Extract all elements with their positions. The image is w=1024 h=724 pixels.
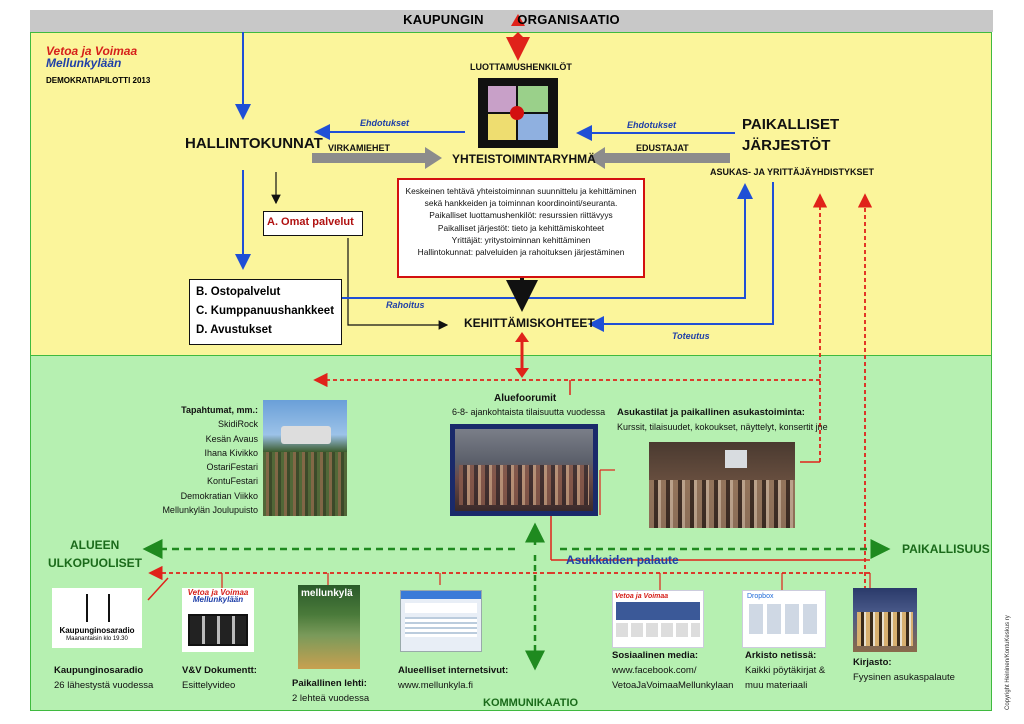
- paikalliset-label-2: JÄRJESTÖT: [742, 137, 831, 154]
- media-sub-radio: 26 lähestystä vuodessa: [54, 680, 154, 691]
- puzzle-image: [478, 78, 558, 148]
- tapahtuma-item: Mellunkylän Joulupuisto: [162, 505, 258, 516]
- aluefoorumit-sub: 6-8- ajankohtaista tilaisuutta vuodessa: [452, 407, 606, 417]
- media-title-kirjasto: Kirjasto:: [853, 657, 892, 668]
- tapahtumat-title: Tapahtumat, mm.:: [181, 405, 258, 415]
- page-title: KAUPUNGIN ORGANISAATIO: [30, 12, 993, 27]
- aluefoorumit-title: Aluefoorumit: [494, 393, 557, 404]
- dropbox-thumb: Dropbox: [742, 590, 826, 648]
- media-sub-video: Esittelyvideo: [182, 680, 236, 691]
- radio-thumb-sub: Maanantaisin klo 19.30: [66, 636, 128, 642]
- top-bar: [30, 10, 993, 32]
- rahoitus-label: Rahoitus: [386, 300, 425, 310]
- virkamiehet-label: VIRKAMIEHET: [328, 143, 391, 153]
- kirjasto-thumb: [853, 588, 917, 652]
- tapahtuma-item: OstariFestari: [206, 462, 258, 473]
- media-sub-kirjasto: Fyysinen asukaspalaute: [853, 672, 955, 683]
- up-arrow-icon: [511, 14, 525, 26]
- media-title-arkisto: Arkisto netissä:: [745, 650, 817, 661]
- hallintokunnat-label: HALLINTOKUNNAT: [185, 135, 323, 152]
- aluefoorumit-photo: [450, 424, 598, 516]
- asukastilat-title: Asukastilat ja paikallinen asukastoimint…: [617, 407, 805, 418]
- tapahtuma-item: Demokratian Viikko: [180, 490, 258, 501]
- media-sub2-arkisto: muu materiaali: [745, 680, 808, 691]
- dropbox-thumb-title: Dropbox: [747, 593, 774, 600]
- omat-palvelut-box: [263, 211, 363, 236]
- desc-line-5: Yrittäjät: yritystoiminnan kehittäminen: [451, 234, 591, 245]
- media-title-lehti: Paikallinen lehti:: [292, 678, 367, 689]
- tapahtuma-item: SkidiRock: [217, 419, 258, 430]
- alueen-label-1: ALUEEN: [70, 538, 120, 552]
- asukastilat-sub: Kurssit, tilaisuudet, kokoukset, näyttel…: [617, 422, 828, 432]
- video-thumb: Vetoa ja Voimaa Mellunkylään: [182, 588, 254, 652]
- media-title-video: V&V Dokumentt:: [182, 665, 257, 676]
- title-left: KAUPUNGIN: [403, 12, 484, 27]
- media-sub-web: www.mellunkyla.fi: [398, 680, 473, 691]
- description-box: Keskeinen tehtävä yhteistoiminnan suunni…: [397, 178, 645, 278]
- logo-line1: Vetoa ja Voimaa: [46, 44, 138, 58]
- copyright-text: Copyright Heininen/KontuKeskus ry: [1005, 615, 1011, 710]
- luottamus-label: LUOTTAMUSHENKILÖT: [470, 62, 572, 72]
- logo: Vetoa ja Voimaa Mellunkylään DEMOKRATIAP…: [46, 44, 158, 85]
- media-title-some: Sosiaalinen media:: [612, 650, 699, 661]
- radio-tower-icon: [86, 594, 110, 622]
- ehdotukset-right-label: Ehdotukset: [627, 120, 677, 130]
- edustajat-label: EDUSTAJAT: [636, 143, 689, 153]
- service-c: C. Kumppanuushankkeet: [196, 305, 335, 317]
- radio-thumb: Kaupunginosaradio Maanantaisin klo 19.30: [52, 588, 142, 648]
- kommunikaatio-label: KOMMUNIKAATIO: [483, 697, 579, 709]
- media-sub-arkisto: Kaikki pöytäkirjat &: [745, 665, 826, 676]
- logo-subtitle: DEMOKRATIAPILOTTI 2013: [46, 76, 151, 85]
- services-box: B. Ostopalvelut C. Kumppanuushankkeet D.…: [189, 279, 342, 345]
- desc-line-2: sekä hankkeiden ja toiminnan koordinoint…: [424, 198, 618, 209]
- service-b: B. Ostopalvelut: [196, 286, 281, 298]
- service-d: D. Avustukset: [196, 324, 272, 336]
- facebook-thumb: Vetoa ja Voimaa: [612, 590, 704, 648]
- media-sub2-some: VetoaJaVoimaaMellunkylaan: [612, 680, 734, 691]
- tapahtuma-item: KontuFestari: [206, 476, 258, 487]
- desc-line-3: Paikalliset luottamushenkilöt: resurssie…: [429, 210, 613, 221]
- desc-line-4: Paikalliset järjestöt: tieto ja kehittäm…: [437, 222, 605, 233]
- media-sub-some: www.facebook.com/: [612, 665, 697, 676]
- asukastilat-photo: [649, 442, 795, 528]
- yhteis-label: YHTEISTOIMINTARYHMÄ: [452, 152, 596, 166]
- omat-palvelut-label: A. Omat palvelut: [267, 216, 354, 228]
- paikalliset-label-1: PAIKALLISET: [742, 116, 840, 133]
- paikallisuus-label: PAIKALLISUUS: [902, 542, 990, 556]
- lehti-thumb-title: mellunkylä: [301, 588, 353, 599]
- media-title-radio: Kaupunginosaradio: [54, 665, 144, 676]
- lehti-thumb: mellunkylä: [298, 585, 360, 669]
- logo-line2: Mellunkylään: [46, 56, 122, 70]
- alueen-label-2: ULKOPUOLISET: [48, 556, 143, 570]
- ehdotukset-left-label: Ehdotukset: [360, 118, 410, 128]
- tapahtumat-list: Tapahtumat, mm.: SkidiRock Kesän Avaus I…: [150, 403, 258, 517]
- title-right: ORGANISAATIO: [517, 12, 620, 27]
- kehitys-label: KEHITTÄMISKOHTEET: [464, 316, 595, 330]
- desc-line-1: Keskeinen tehtävä yhteistoiminnan suunni…: [405, 186, 637, 196]
- media-title-web: Alueelliset internetsivut:: [398, 665, 509, 676]
- tapahtuma-item: Ihana Kivikko: [204, 447, 258, 458]
- event-photo: [263, 400, 347, 516]
- asukas-label: ASUKAS- JA YRITTÄJÄYHDISTYKSET: [710, 167, 875, 177]
- film-icon: [188, 614, 248, 646]
- desc-line-6: Hallintokunnat: palveluiden ja rahoituks…: [417, 247, 625, 258]
- palaute-label: Asukkaiden palaute: [566, 553, 679, 567]
- media-sub-lehti: 2 lehteä vuodessa: [292, 693, 370, 704]
- web-thumb: [400, 590, 482, 652]
- toteutus-label: Toteutus: [672, 331, 710, 341]
- copyright-label: Copyright Heininen/KontuKeskus ry: [1005, 600, 1015, 710]
- radio-thumb-title: Kaupunginosaradio: [59, 626, 135, 635]
- tapahtuma-item: Kesän Avaus: [205, 433, 258, 444]
